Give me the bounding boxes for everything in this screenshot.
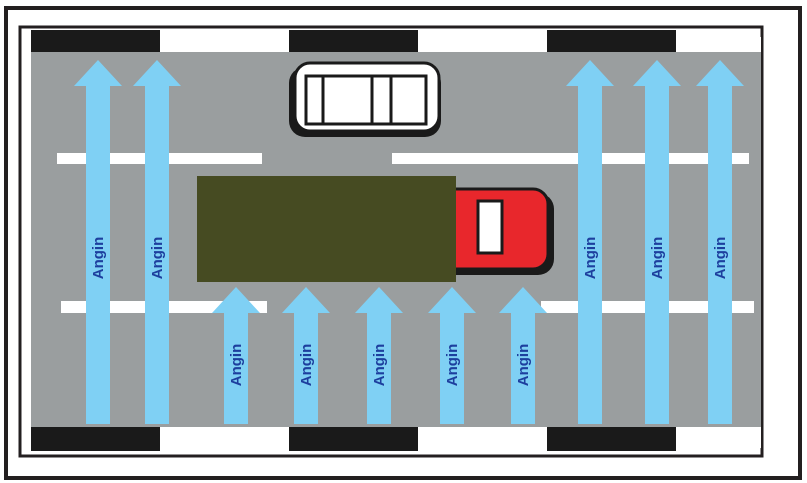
arrow-label: Angin xyxy=(90,237,107,280)
top-curb xyxy=(31,30,761,52)
arrow-label: Angin xyxy=(228,344,245,387)
arrow-label: Angin xyxy=(371,344,388,387)
arrow-label: Angin xyxy=(515,344,532,387)
arrow-label: Angin xyxy=(649,237,666,280)
bottom-curb xyxy=(31,427,761,451)
cargo-truck xyxy=(197,176,456,282)
arrow-label: Angin xyxy=(712,237,729,280)
arrow-label: Angin xyxy=(582,237,599,280)
arrow-label: Angin xyxy=(149,237,166,280)
white-car xyxy=(289,63,441,137)
arrow-label: Angin xyxy=(298,344,315,387)
arrow-label: Angin xyxy=(444,344,461,387)
